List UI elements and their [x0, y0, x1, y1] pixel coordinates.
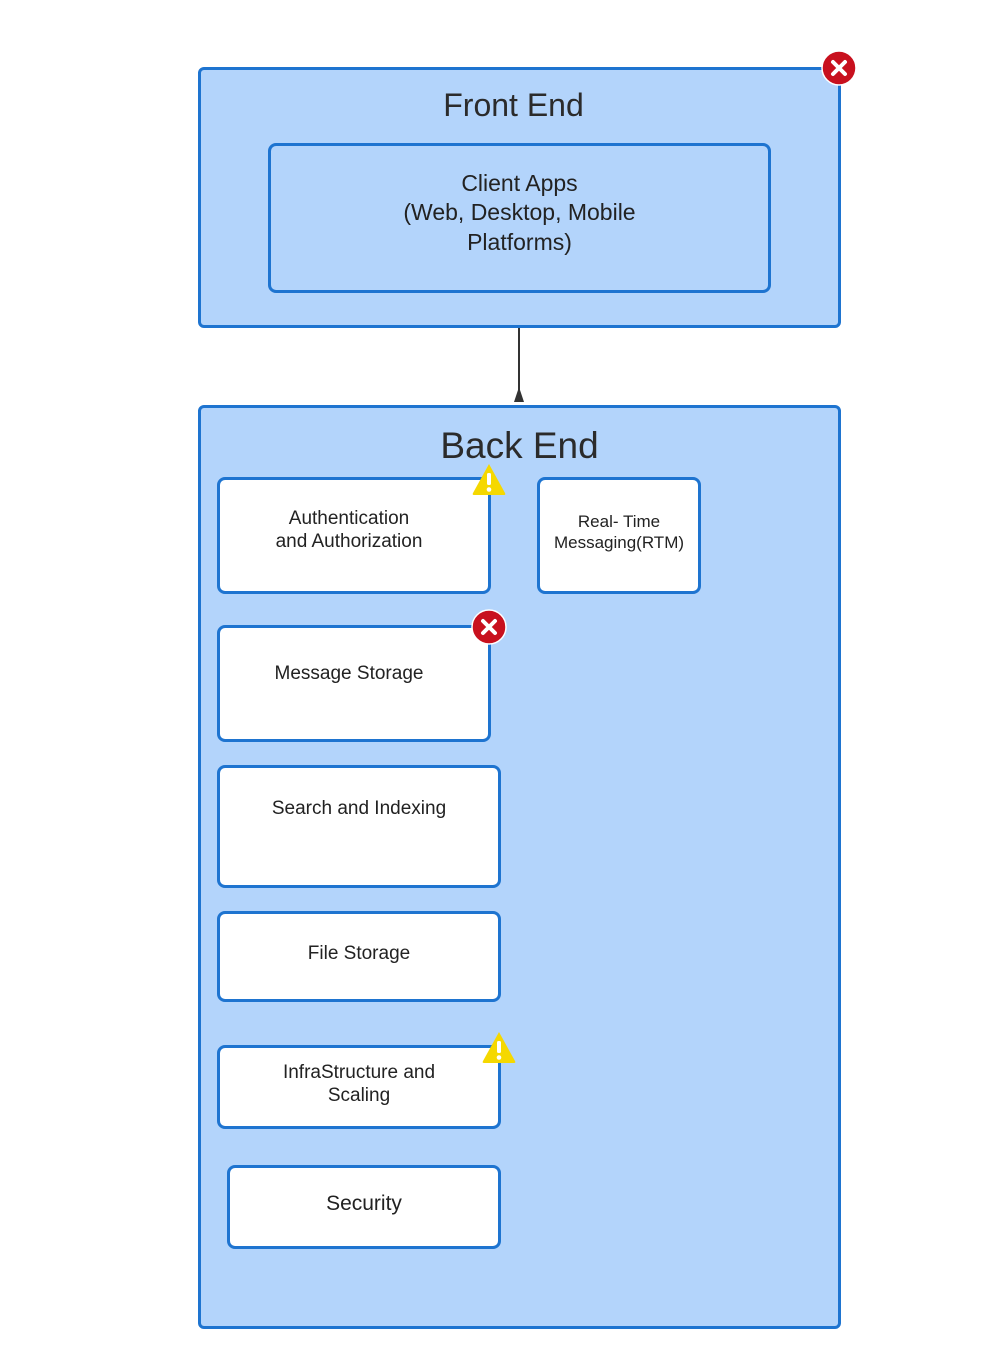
client-apps-box[interactable]: Client Apps (Web, Desktop, Mobile Platfo…	[268, 143, 771, 293]
rtm-label: Real- Time Messaging(RTM)	[553, 512, 685, 552]
error-icon[interactable]	[821, 50, 857, 86]
file-storage-box[interactable]: File Storage	[217, 911, 501, 1002]
warning-icon[interactable]	[481, 1030, 517, 1064]
infrastructure-label: InfraStructure and Scaling	[282, 1062, 436, 1106]
security-label: Security	[326, 1192, 402, 1216]
auth-box[interactable]: Authentication and Authorization	[217, 477, 491, 594]
rtm-box[interactable]: Real- Time Messaging(RTM)	[537, 477, 701, 594]
front-end-container[interactable]: Front End Client Apps (Web, Desktop, Mob…	[198, 67, 841, 328]
message-storage-label: Message Storage	[274, 663, 424, 684]
security-box[interactable]: Security	[227, 1165, 501, 1249]
search-indexing-label: Search and Indexing	[271, 798, 447, 819]
front-end-title: Front End	[443, 87, 584, 123]
error-icon[interactable]	[471, 609, 507, 645]
client-apps-label: Client Apps (Web, Desktop, Mobile Platfo…	[403, 169, 636, 255]
infrastructure-box[interactable]: InfraStructure and Scaling	[217, 1045, 501, 1129]
warning-icon[interactable]	[471, 462, 507, 496]
file-storage-label: File Storage	[307, 943, 411, 965]
message-storage-box[interactable]: Message Storage	[217, 625, 491, 742]
back-end-title: Back End	[440, 425, 599, 466]
auth-label: Authentication and Authorization	[275, 507, 423, 552]
search-indexing-box[interactable]: Search and Indexing	[217, 765, 501, 888]
